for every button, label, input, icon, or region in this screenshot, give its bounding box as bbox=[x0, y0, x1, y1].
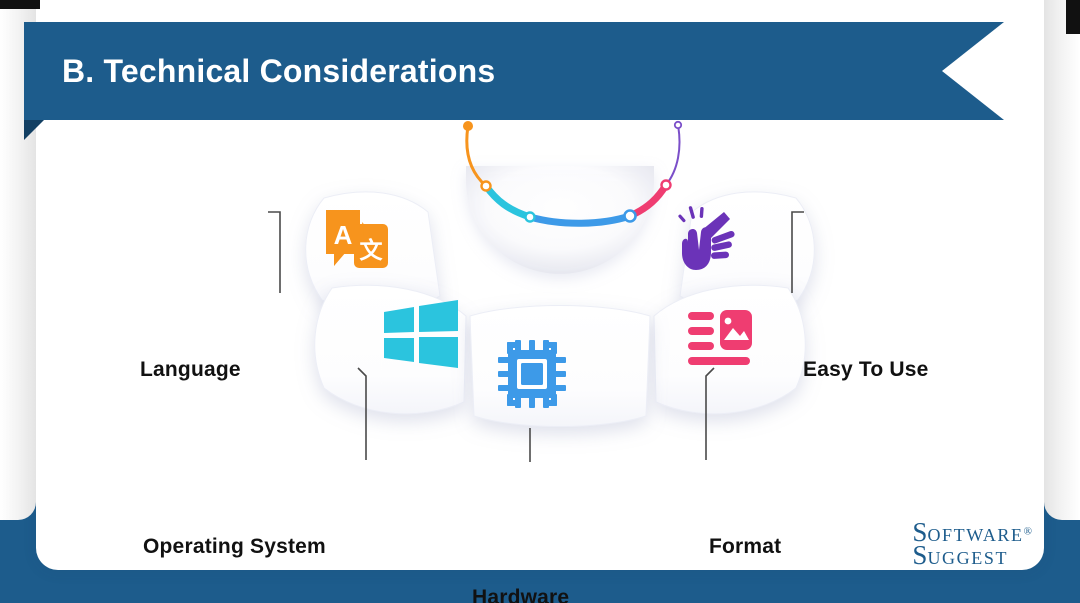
hand-tap-icon bbox=[678, 206, 735, 270]
logo-line-one: SOFTWARE® bbox=[912, 519, 1032, 546]
label-format: Format bbox=[709, 535, 782, 558]
progress-arc bbox=[463, 120, 683, 227]
cpu-chip-icon bbox=[498, 340, 566, 408]
connector-lines bbox=[268, 211, 804, 462]
translate-icon: A 文 bbox=[326, 210, 388, 268]
logo-suggest-text: UGGEST bbox=[927, 548, 1009, 568]
arc-node-orange-cyan bbox=[480, 180, 492, 192]
label-operating-system: Operating System bbox=[143, 535, 326, 558]
top-left-crop-mark bbox=[0, 0, 40, 9]
connector-language bbox=[268, 211, 281, 293]
arc-node-purple-end bbox=[673, 120, 683, 130]
connector-operating-system bbox=[357, 367, 367, 460]
ribbon-notch bbox=[942, 22, 1004, 120]
arc-node-orange-end bbox=[463, 121, 473, 131]
connector-easy-to-use bbox=[791, 211, 804, 293]
registered-trademark-icon: ® bbox=[1023, 525, 1032, 538]
svg-text:文: 文 bbox=[360, 237, 384, 263]
arc-node-pink-purple bbox=[660, 179, 672, 191]
logo-s-one: S bbox=[912, 517, 928, 547]
arc-segment-blue bbox=[526, 212, 634, 227]
petal-hardware bbox=[469, 305, 651, 427]
arc-segment-orange bbox=[465, 124, 488, 188]
infographic-diagram: A 文 bbox=[36, 120, 1044, 603]
windows-logo-icon bbox=[384, 300, 458, 368]
page-title: B. Technical Considerations bbox=[62, 53, 496, 89]
arc-node-blue-pink bbox=[623, 209, 637, 223]
media-format-icon bbox=[688, 310, 752, 365]
label-easy-to-use: Easy To Use bbox=[803, 358, 929, 381]
label-hardware: Hardware bbox=[472, 586, 570, 603]
top-right-crop-mark bbox=[1066, 0, 1080, 34]
label-language: Language bbox=[140, 358, 241, 381]
ribbon-body bbox=[24, 22, 1004, 120]
softwaresuggest-logo: SOFTWARE® SUGGEST bbox=[912, 519, 1032, 569]
logo-s-two: S bbox=[912, 540, 928, 570]
logo-line-two: SUGGEST bbox=[912, 542, 1032, 569]
arc-node-cyan-blue bbox=[524, 211, 536, 223]
logo-software-text: OFTWARE bbox=[927, 525, 1024, 545]
connector-format bbox=[705, 367, 715, 460]
ribbon-fold-corner bbox=[24, 120, 44, 140]
right-paper-sheen bbox=[1044, 0, 1080, 520]
arc-segment-purple bbox=[665, 124, 681, 186]
svg-text:A: A bbox=[334, 220, 353, 250]
title-ribbon: B. Technical Considerations bbox=[24, 22, 1004, 140]
